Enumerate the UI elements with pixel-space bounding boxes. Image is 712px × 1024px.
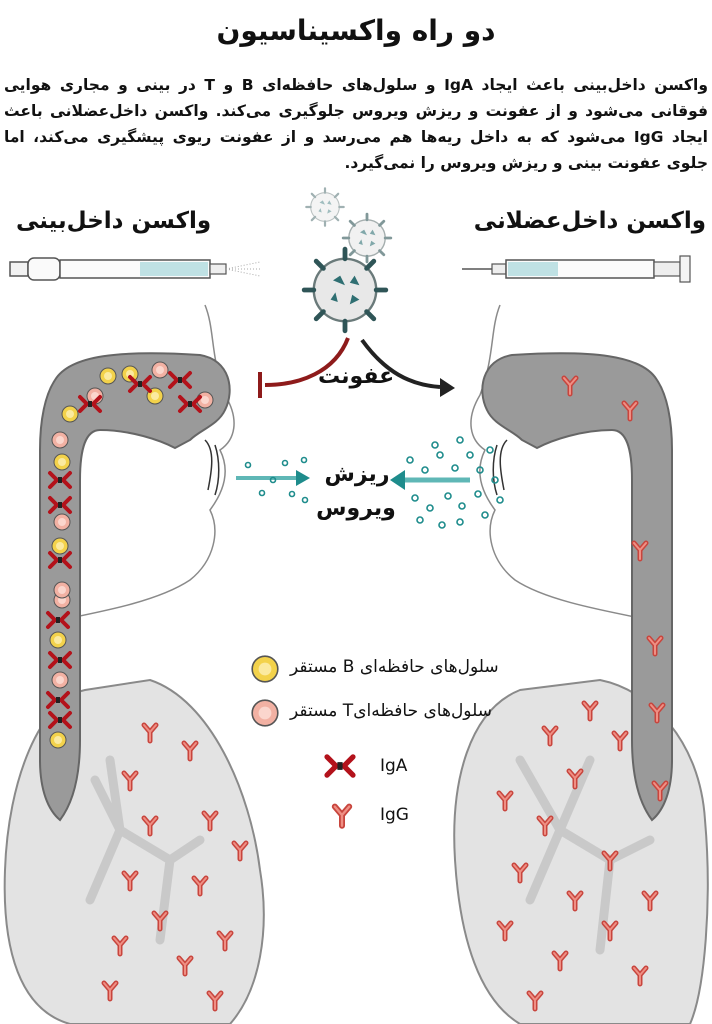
infection-label: عفونت [318,364,395,389]
virus-icons [304,187,393,330]
virus-shedding [236,436,504,529]
legend-iga: IgA [380,756,408,776]
legend-t-cells: سلول‌های حافظه‌ایT مستقر [290,701,492,721]
nasal-spray-syringe-icon [9,257,262,281]
intramuscular-heading: واکسن داخل‌عضلانی [473,208,706,234]
page-title: دو راه واکسیناسیون [216,14,496,47]
left-head-outline [59,304,235,621]
shedding-label-line1: ریزش [324,462,390,487]
right-head-outline [470,304,651,621]
intranasal-heading: واکسن داخل‌بینی [16,208,212,234]
legend-icons [251,655,353,826]
infection-arrows [258,337,455,398]
intro-paragraph: واکسن داخل‌بینی باعث ایجاد IgA و سلول‌ها… [4,76,708,172]
legend-igg: IgG [380,805,409,825]
shedding-label-line2: ویروس [316,496,396,521]
intramuscular-syringe-icon [462,255,691,283]
right-airway [481,352,673,822]
legend-b-cells: سلول‌های حافظه‌ای B مستقر [290,657,499,677]
